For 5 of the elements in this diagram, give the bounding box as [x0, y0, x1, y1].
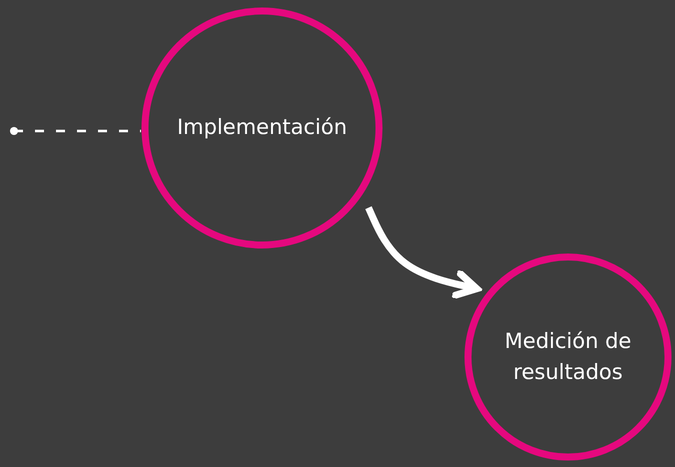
circle-node — [142, 8, 382, 248]
arrow — [365, 206, 480, 299]
node-label: Medición de resultados — [504, 328, 632, 386]
node-label: Implementación — [176, 114, 348, 142]
circle-node — [464, 254, 672, 460]
